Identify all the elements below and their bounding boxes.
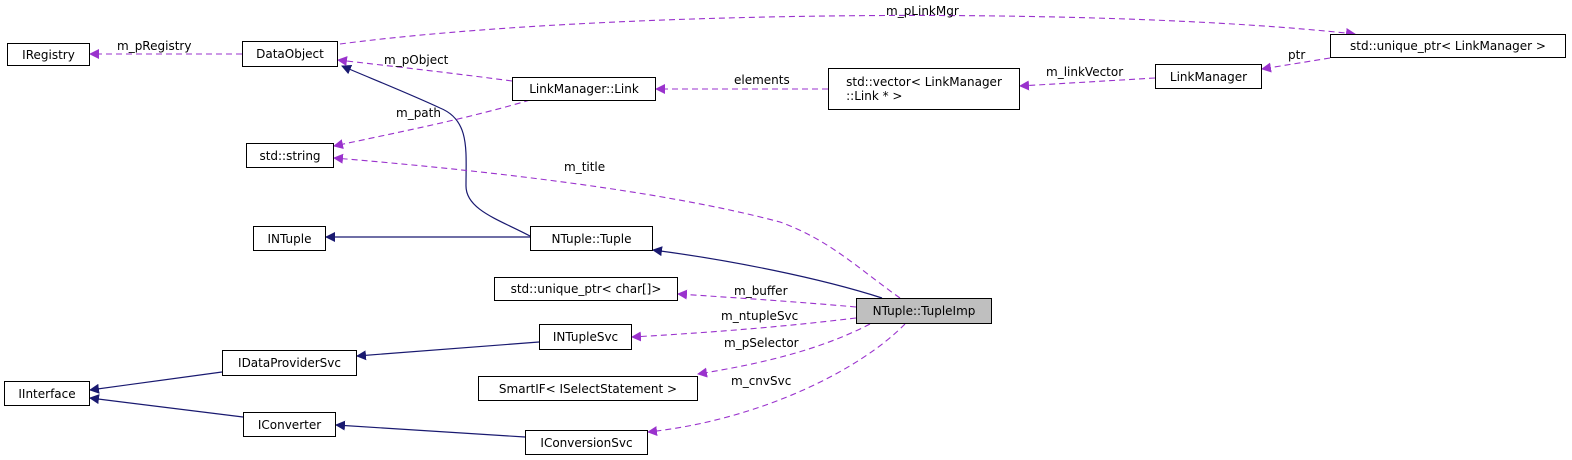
- edge-intuplesvc-dataprovider: [356, 341, 540, 361]
- node-iconversionsvc[interactable]: IConversionSvc: [525, 430, 648, 455]
- node-dataobject[interactable]: DataObject: [242, 41, 338, 67]
- edge-ptr: [1261, 57, 1331, 73]
- edge-tupleimp-tuple: [652, 246, 883, 299]
- node-linkmanager-link-label: LinkManager::Link: [529, 82, 639, 96]
- label-m_path: m_path: [396, 106, 441, 120]
- node-iregistry[interactable]: IRegistry: [7, 43, 90, 66]
- edge-m_buffer: [677, 289, 857, 308]
- node-ntuple-tuple-label: NTuple::Tuple: [551, 231, 632, 246]
- edge-tuple-dataobject: [341, 64, 531, 237]
- edge-m_pObject: [337, 56, 513, 82]
- node-std-vector-link-line2: ::Link * >: [846, 89, 903, 103]
- node-iinterface[interactable]: IInterface: [4, 381, 90, 406]
- node-std-string-label: std::string: [259, 148, 321, 163]
- label-m_buffer: m_buffer: [734, 284, 788, 298]
- edge-m_pSelector: [697, 323, 871, 378]
- node-unique-ptr-linkmanager-label: std::unique_ptr< LinkManager >: [1350, 39, 1546, 53]
- edge-m_pLinkMgr: [339, 14, 1356, 45]
- node-smartif-iselectstatement[interactable]: SmartIF< ISelectStatement >: [478, 376, 698, 401]
- edge-m_title: [333, 153, 901, 299]
- node-std-vector-link-label: std::vector< LinkManager ::Link * >: [846, 75, 1002, 103]
- node-ntuple-tuple[interactable]: NTuple::Tuple: [530, 226, 653, 251]
- label-m_pRegistry: m_pRegistry: [117, 39, 191, 53]
- label-ptr: ptr: [1288, 48, 1305, 62]
- label-m_cnvSvc: m_cnvSvc: [731, 374, 791, 388]
- node-linkmanager-link[interactable]: LinkManager::Link: [512, 77, 656, 101]
- label-m_linkVector: m_linkVector: [1046, 65, 1123, 79]
- label-m_pLinkMgr: m_pLinkMgr: [886, 4, 959, 18]
- node-iconverter-label: IConverter: [257, 417, 322, 432]
- label-elements: elements: [734, 73, 790, 87]
- edge-dataprovider-iinterface: [89, 371, 223, 394]
- node-iconverter[interactable]: IConverter: [243, 412, 336, 437]
- edge-iconversionsvc-iconverter: [335, 420, 526, 438]
- label-m_pSelector: m_pSelector: [724, 336, 799, 350]
- node-iinterface-label: IInterface: [18, 386, 76, 401]
- node-std-vector-link-line1: std::vector< LinkManager: [846, 75, 1002, 89]
- node-iregistry-label: IRegistry: [22, 47, 75, 62]
- node-smartif-iselectstatement-label: SmartIF< ISelectStatement >: [498, 381, 678, 396]
- node-intuple-label: INTuple: [267, 231, 312, 246]
- node-iconversionsvc-label: IConversionSvc: [540, 435, 633, 450]
- node-intuplesvc-label: INTupleSvc: [552, 330, 619, 344]
- edge-m_cnvSvc: [647, 323, 906, 437]
- node-unique-ptr-linkmanager[interactable]: std::unique_ptr< LinkManager >: [1330, 34, 1566, 58]
- label-m_pObject: m_pObject: [384, 53, 449, 67]
- node-idataprovidersvc[interactable]: IDataProviderSvc: [222, 350, 357, 376]
- node-dataobject-label: DataObject: [256, 47, 324, 61]
- node-unique-ptr-char-label: std::unique_ptr< char[]>: [510, 282, 662, 296]
- edge-iconverter-iinterface: [89, 394, 244, 418]
- node-std-vector-link[interactable]: std::vector< LinkManager ::Link * >: [828, 68, 1020, 110]
- node-unique-ptr-char[interactable]: std::unique_ptr< char[]>: [494, 277, 678, 301]
- node-linkmanager[interactable]: LinkManager: [1155, 64, 1262, 89]
- label-m_ntupleSvc: m_ntupleSvc: [721, 309, 798, 323]
- edge-m_path: [333, 99, 531, 150]
- node-ntuple-tupleimp[interactable]: NTuple::TupleImp: [856, 298, 992, 324]
- node-linkmanager-label: LinkManager: [1169, 69, 1248, 84]
- label-m_title: m_title: [564, 160, 605, 174]
- edge-m_linkVector: [1019, 77, 1156, 91]
- node-std-string[interactable]: std::string: [246, 143, 334, 168]
- node-intuplesvc[interactable]: INTupleSvc: [539, 324, 632, 350]
- node-idataprovidersvc-label: IDataProviderSvc: [238, 356, 341, 370]
- edge-m_ntupleSvc: [631, 317, 857, 342]
- node-ntuple-tupleimp-label: NTuple::TupleImp: [872, 304, 976, 318]
- node-intuple[interactable]: INTuple: [253, 226, 326, 251]
